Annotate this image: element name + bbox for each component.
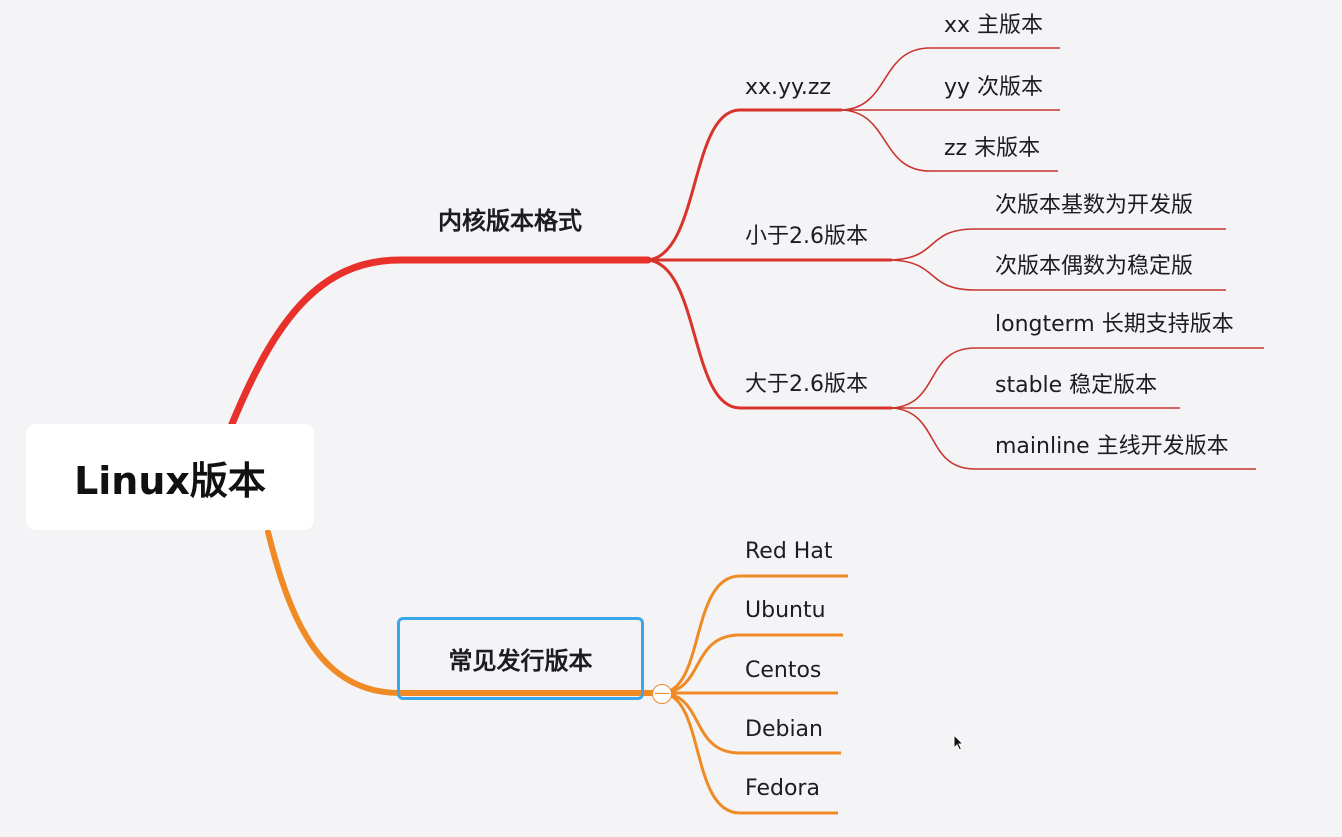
root-label: Linux版本 [74,458,266,503]
leaf-ubuntu[interactable]: Ubuntu [745,598,826,623]
link-leaf-debian [661,691,841,755]
link-leaf-odd [891,228,1226,261]
link-root-distro [265,529,663,696]
leaf-odd-dev[interactable]: 次版本基数为开发版 [995,193,1194,218]
link-root-kernel [228,256,652,428]
leaf-stable[interactable]: stable 稳定版本 [995,373,1158,398]
leaf-debian[interactable]: Debian [745,717,823,742]
leaf-mainline[interactable]: mainline 主线开发版本 [995,434,1229,459]
node-above-2-6[interactable]: 大于2.6版本 [745,372,868,397]
leaf-fedora[interactable]: Fedora [745,776,820,801]
link-leaf-zz [841,109,1058,172]
branch-distributions-label: 常见发行版本 [448,647,593,675]
link-leaf-even [891,259,1226,291]
link-leaf-xx [841,47,1060,111]
leaf-even-stable[interactable]: 次版本偶数为稳定版 [995,254,1194,279]
link-leaf-longterm [891,347,1264,409]
link-leaf-mainline [891,407,1256,470]
node-below-2-6[interactable]: 小于2.6版本 [745,224,868,249]
link-leaf-redhat [661,574,848,695]
branch-distributions[interactable]: 常见发行版本 [397,617,644,700]
leaf-major-version[interactable]: xx 主版本 [944,13,1044,38]
link-kernel-gt26 [647,258,892,410]
root-node[interactable]: Linux版本 [26,424,314,530]
leaf-longterm[interactable]: longterm 长期支持版本 [995,312,1234,337]
link-leaf-fedora [661,691,838,815]
node-version-format[interactable]: xx.yy.zz [745,75,832,100]
mouse-pointer-icon [953,734,965,751]
leaf-redhat[interactable]: Red Hat [745,539,833,564]
leaf-centos[interactable]: Centos [745,658,822,683]
collapse-toggle-icon[interactable]: — [652,683,672,704]
link-leaf-ubuntu [661,633,843,695]
leaf-minor-version[interactable]: yy 次版本 [944,75,1044,100]
link-kernel-xxyyzz [647,108,842,262]
branch-kernel-format[interactable]: 内核版本格式 [438,207,582,235]
leaf-patch-version[interactable]: zz 末版本 [944,136,1041,161]
